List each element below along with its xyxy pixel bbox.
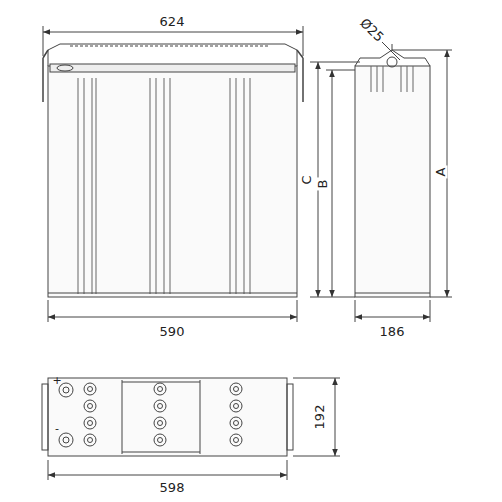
terminal-bolt (234, 404, 239, 409)
dimension-label: 598 (158, 480, 187, 495)
terminal-bolt (84, 417, 96, 429)
polarity-sign: - (53, 422, 61, 435)
terminal-bolt (154, 417, 166, 429)
terminal-bolt (158, 438, 163, 443)
terminal-bolt (234, 421, 239, 426)
terminal-bolt (88, 421, 93, 426)
dimension-label: 186 (378, 324, 407, 339)
dimension-letter: A (433, 166, 448, 179)
diameter-label: Ø25 (356, 14, 388, 46)
terminal-bolt (88, 387, 93, 392)
dimension-letter: C (299, 173, 314, 186)
terminal-bolt (230, 383, 242, 395)
terminal-bolt (230, 417, 242, 429)
terminal-bolt (230, 434, 242, 446)
terminal-bolt (154, 434, 166, 446)
terminal-bolt (84, 400, 96, 412)
dimension-label: 192 (312, 403, 327, 432)
terminal-bolt (154, 400, 166, 412)
terminal-bolt (158, 387, 163, 392)
terminal-bolt (234, 387, 239, 392)
dimension-label: 590 (158, 324, 187, 339)
terminal-bolt (158, 421, 163, 426)
terminal-bolt (158, 404, 163, 409)
polarity-sign: + (50, 374, 63, 387)
terminal-bolt (234, 438, 239, 443)
terminal-bolt (84, 434, 96, 446)
terminal-bolt (154, 383, 166, 395)
dimension-label: 624 (158, 14, 187, 29)
terminal-bolt (84, 383, 96, 395)
terminal-bolt (230, 400, 242, 412)
terminal-bolt (88, 438, 93, 443)
dimension-letter: B (315, 178, 330, 191)
terminal-bolt (88, 404, 93, 409)
